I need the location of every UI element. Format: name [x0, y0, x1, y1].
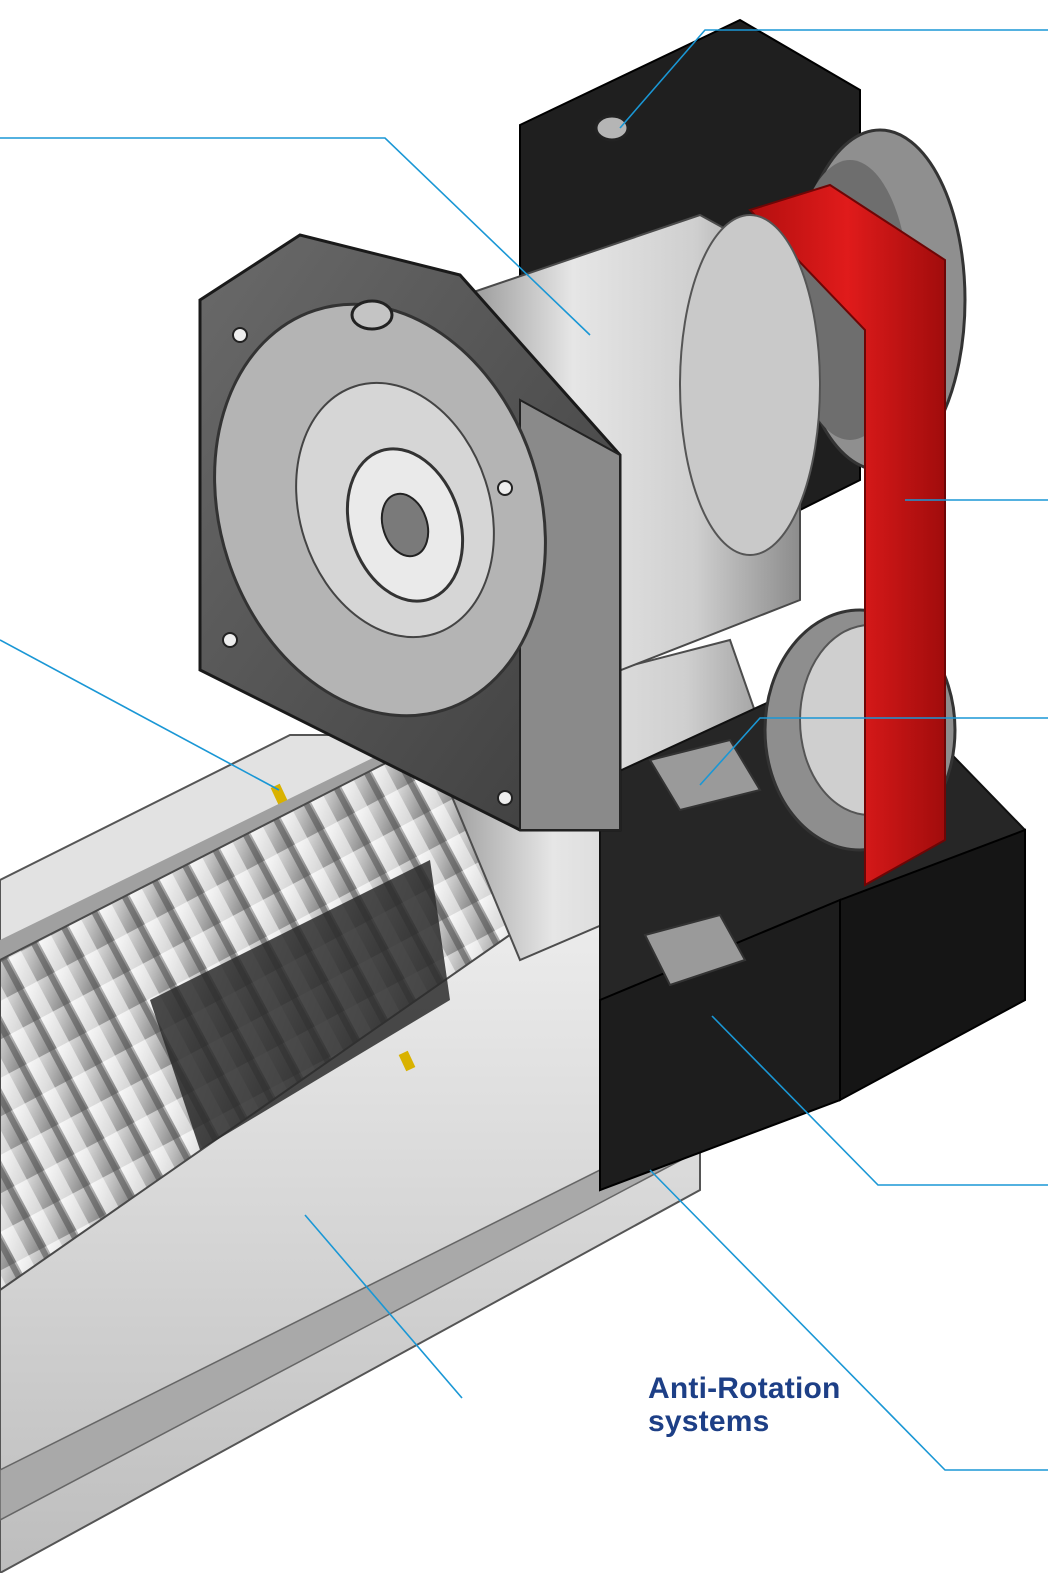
- motor-end-cap: [679, 214, 821, 556]
- callout-line-housing-lower: [649, 1169, 1048, 1471]
- flange-hole-3: [222, 632, 238, 648]
- shaft-bore: [380, 492, 430, 558]
- callout-lines: [0, 29, 1048, 1471]
- flange-cap-screw: [350, 299, 394, 331]
- cap-screw-top: [594, 114, 630, 142]
- anti-rotation-marker-lower: [398, 1050, 416, 1072]
- motor-flange-side: [519, 398, 621, 831]
- anti-rotation-marker-upper: [270, 783, 288, 805]
- callout-line-motor: [0, 137, 591, 336]
- drive-belt: [748, 183, 946, 887]
- bearing-element: [648, 738, 762, 812]
- callout-line-profile: [304, 1214, 463, 1399]
- anti-rotation-label-line2: systems: [648, 1405, 770, 1438]
- anti-rotation-label-line1: Anti-Rotation: [648, 1372, 841, 1405]
- anti-rotation-label: Anti-Rotation systems: [648, 1372, 841, 1438]
- callout-line-housing: [711, 1015, 1048, 1186]
- flange-hole-4: [497, 790, 513, 806]
- callout-line-top-right: [619, 29, 1048, 129]
- flange-hole-1: [232, 327, 248, 343]
- callout-line-anti-rotation-upper: [0, 639, 280, 791]
- bearing-element-2: [643, 913, 747, 987]
- callout-line-bearing: [699, 717, 1048, 786]
- profile-groove-upper: [0, 730, 440, 960]
- flange-hole-2: [497, 480, 513, 496]
- bearing-housing-side: [839, 828, 1026, 1102]
- screw-nut-seal: [150, 860, 450, 1150]
